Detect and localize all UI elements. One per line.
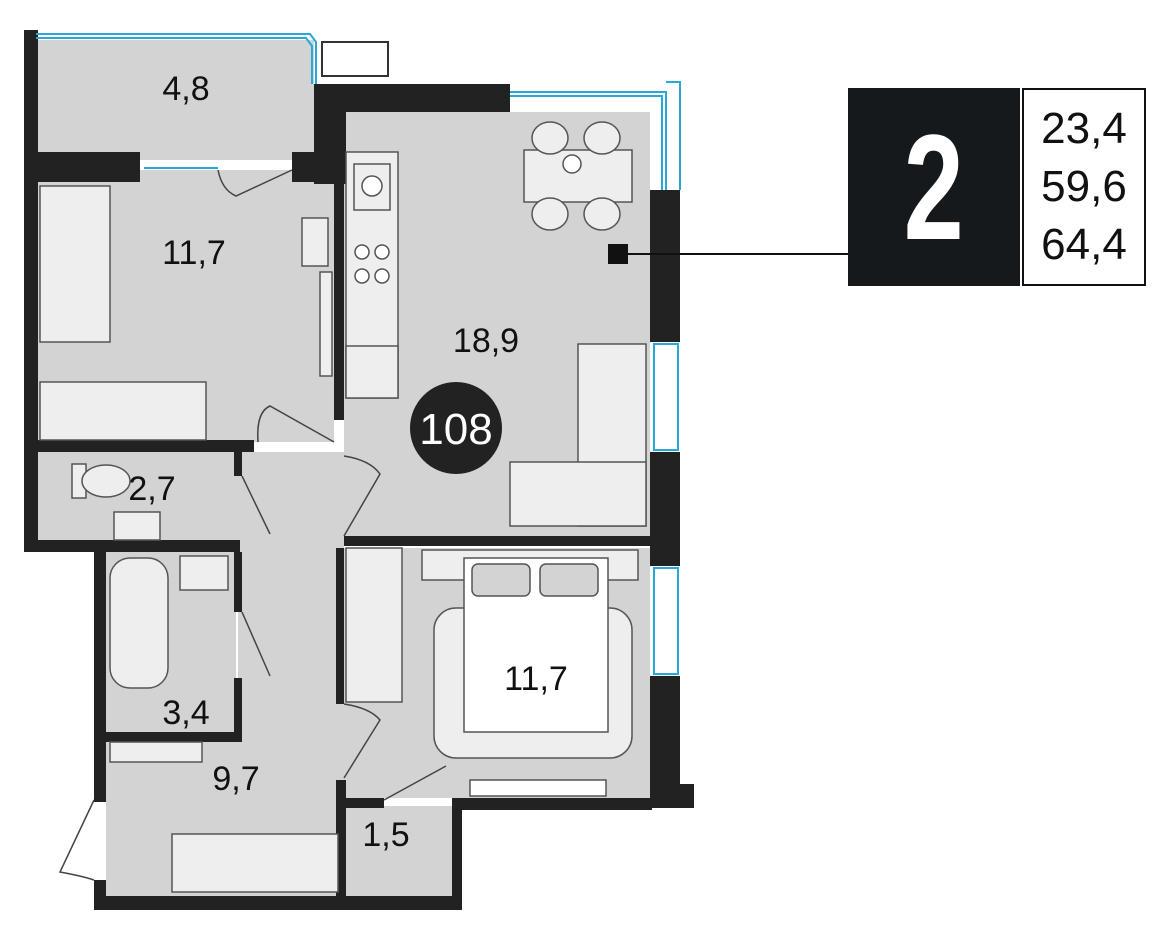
room-label-closet: 1,5 xyxy=(362,816,409,854)
chair-3 xyxy=(531,197,569,231)
wall-closet-left xyxy=(336,780,346,904)
stove-burner-1 xyxy=(354,244,370,260)
toilet-bowl xyxy=(81,464,131,498)
wall-closet-right xyxy=(452,798,462,910)
living-sofa xyxy=(39,185,111,343)
kitchen-furniture xyxy=(301,121,647,527)
room-label-toilet: 2,7 xyxy=(128,470,175,508)
wall-kitchen-right xyxy=(650,190,680,342)
wall-balcony-left xyxy=(24,30,36,160)
wall-toilet-bottom xyxy=(24,540,240,552)
room-count-box: 2 xyxy=(848,88,1020,286)
wall-bottom xyxy=(94,896,462,910)
chair-4 xyxy=(583,197,621,231)
area-total: 64,4 xyxy=(1041,220,1127,269)
kitchen-window-corner xyxy=(666,81,681,190)
room-label-bathroom: 3,4 xyxy=(162,694,209,732)
windows xyxy=(36,33,681,675)
kitchen-sofa-seat xyxy=(509,461,647,527)
hallway-radiator xyxy=(171,833,339,893)
bedroom-radiator xyxy=(345,547,403,703)
stove-burner-2 xyxy=(374,244,390,260)
balcony-planter xyxy=(321,41,389,77)
kitchen-window-right xyxy=(653,343,679,451)
stove-burner-4 xyxy=(374,268,390,284)
kitchen-cabinet xyxy=(301,217,329,267)
walls xyxy=(24,30,694,910)
toilet-sink xyxy=(113,511,161,541)
bath-fixtures xyxy=(71,463,403,893)
kitchen-window-top-inner xyxy=(510,95,663,190)
wall-kitchen-top xyxy=(314,84,510,112)
table-plate xyxy=(562,154,582,174)
closet-door xyxy=(383,765,447,801)
wall-bedroom-bottom xyxy=(454,798,652,810)
wall-bath-left xyxy=(94,552,106,802)
room-label-living: 11,7 xyxy=(162,234,226,272)
chair-2 xyxy=(583,121,621,155)
wall-kitchen-right-lower xyxy=(650,452,680,566)
bedroom-door xyxy=(343,703,381,779)
living-furniture xyxy=(39,185,207,441)
leader-marker xyxy=(608,244,628,264)
wall-kitchen-bottom xyxy=(344,536,650,546)
wall-bath-right xyxy=(234,552,242,612)
area-living: 23,4 xyxy=(1041,104,1127,153)
room-label-hallway: 9,7 xyxy=(212,760,259,798)
wall-balcony-bottom xyxy=(36,152,140,182)
bathtub xyxy=(109,557,169,689)
kitchen-radiator xyxy=(319,271,333,377)
apartment-info-panel: 2 23,4 59,6 64,4 xyxy=(848,88,1146,286)
wall-living-bottom xyxy=(38,440,254,452)
doors xyxy=(58,169,447,881)
wall-hall-upper-right xyxy=(334,400,344,420)
wall-bath-bottom xyxy=(106,732,242,742)
fridge xyxy=(345,345,399,399)
hallway-wardrobe xyxy=(109,741,203,763)
room-count: 2 xyxy=(903,103,965,271)
wall-closet-top xyxy=(344,798,384,808)
wall-bedroom-right xyxy=(650,676,680,788)
balcony-window-inner xyxy=(36,37,313,84)
wall-toilet-right xyxy=(234,452,242,476)
kitchen-door xyxy=(343,455,381,537)
tv-stand xyxy=(469,779,607,797)
room-label-kitchen: 18,9 xyxy=(453,322,519,360)
wall-kitchen-left xyxy=(334,112,344,412)
pillow-1 xyxy=(471,563,531,597)
living-door xyxy=(257,405,335,443)
toilet-door xyxy=(241,475,271,535)
kitchen-window-top xyxy=(510,91,667,190)
balcony-door xyxy=(217,169,293,197)
apartment-number: 108 xyxy=(419,405,492,454)
balcony-window xyxy=(36,33,317,84)
chair-1 xyxy=(531,121,569,155)
living-wardrobe xyxy=(39,381,207,441)
area-total-without-balcony: 59,6 xyxy=(1041,162,1127,211)
bath-door xyxy=(241,611,271,677)
pillow-2 xyxy=(539,563,599,597)
bedroom-furniture xyxy=(421,549,639,797)
apartment-number-badge xyxy=(410,382,502,474)
wall-entry-left xyxy=(94,880,106,910)
sink-bowl xyxy=(361,175,383,197)
stove-burner-3 xyxy=(354,268,370,284)
closet-floor xyxy=(344,806,454,904)
wall-bedroom-corner xyxy=(650,784,694,808)
areas-box: 23,4 59,6 64,4 xyxy=(1022,88,1146,286)
bedroom-window xyxy=(653,567,679,675)
room-label-bedroom: 11,7 xyxy=(504,660,568,698)
bath-sink xyxy=(179,555,229,591)
entry-door xyxy=(58,799,95,881)
wall-bath-right-lower xyxy=(234,678,242,742)
room-label-balcony: 4,8 xyxy=(162,70,209,108)
balcony-floor xyxy=(36,40,314,160)
wall-hall-right xyxy=(336,548,344,704)
